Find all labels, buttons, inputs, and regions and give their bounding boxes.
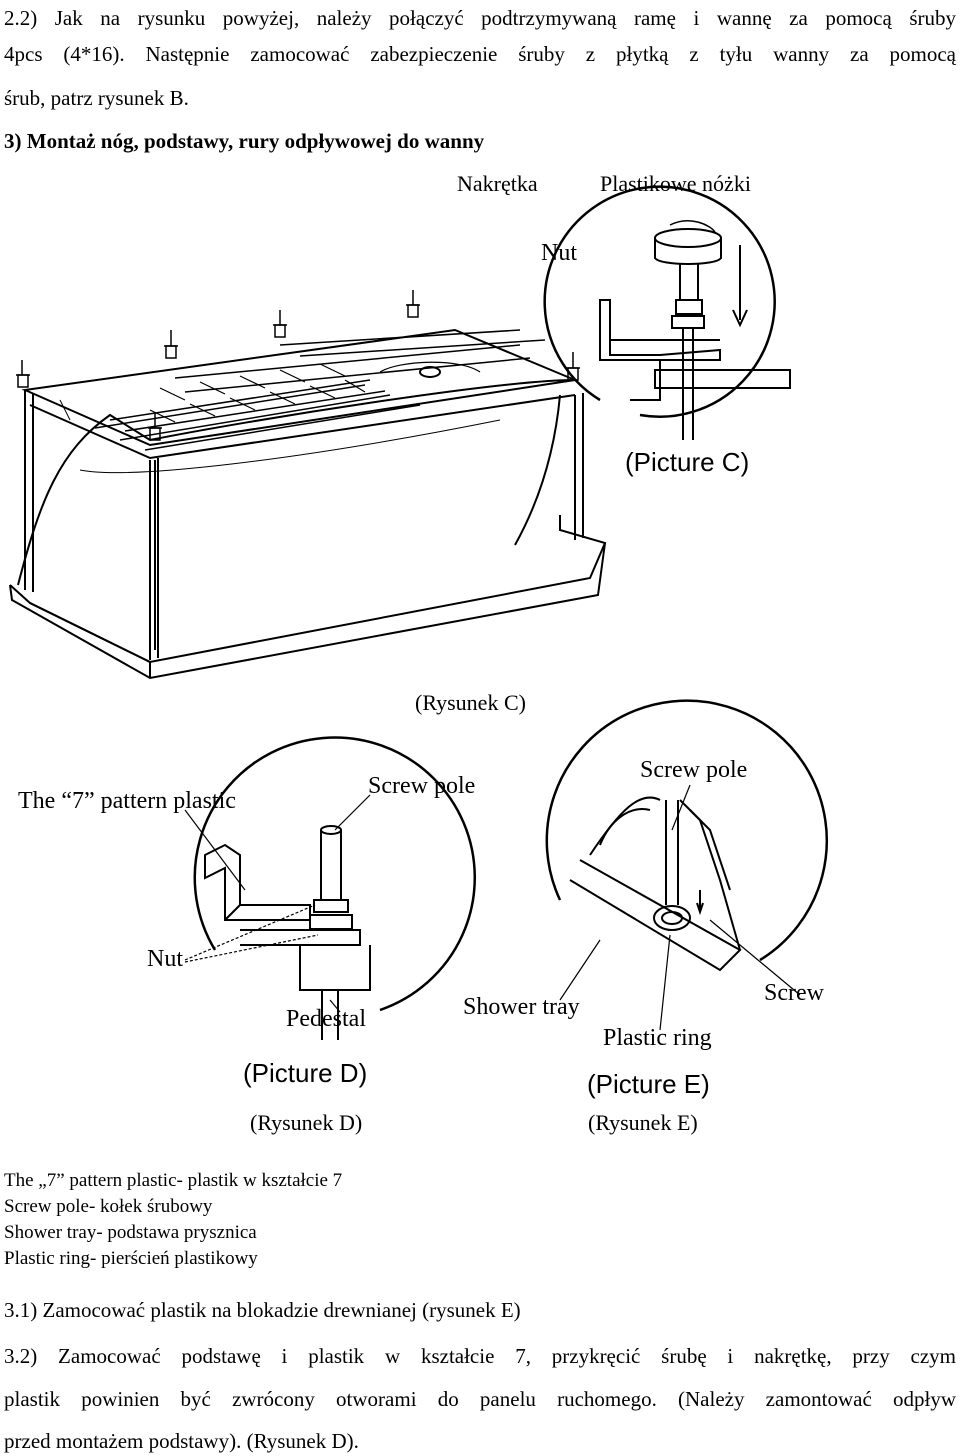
caption-rysunek-e: (Rysunek E) [588, 1110, 698, 1135]
intro-line-2: 4pcs (4*16). Następnie zamocować zabezpi… [4, 42, 956, 66]
label-7-pattern-plastic: The “7” pattern plastic [18, 788, 236, 814]
section-3-heading: 3) Montaż nóg, podstawy, rury odpływowej… [4, 129, 485, 153]
glossary-item: Plastic ring- pierścień plastikowy [4, 1248, 258, 1269]
step-3-2-line-2: plastik powinien być zwrócony otworami d… [4, 1387, 956, 1411]
label-plastic-ring: Plastic ring [603, 1025, 712, 1051]
intro-line-1: 2.2) Jak na rysunku powyżej, należy połą… [4, 6, 956, 30]
label-nut-d: Nut [147, 946, 183, 972]
step-3-2-line-3: przed montażem podstawy). (Rysunek D). [4, 1429, 359, 1453]
picture-e-title: (Picture E) [587, 1069, 710, 1099]
caption-rysunek-d: (Rysunek D) [250, 1110, 363, 1135]
glossary-item: Shower tray- podstawa prysznica [4, 1222, 257, 1243]
step-3-1: 3.1) Zamocować plastik na blokadzie drew… [4, 1298, 521, 1322]
label-screw-pole-e: Screw pole [640, 757, 748, 783]
caption-rysunek-c: (Rysunek C) [415, 690, 526, 715]
label-nut-c: Nut [541, 240, 577, 266]
picture-d-title: (Picture D) [243, 1058, 368, 1088]
glossary-item: Screw pole- kołek śrubowy [4, 1196, 213, 1217]
label-shower-tray: Shower tray [463, 994, 580, 1020]
label-screw: Screw [764, 980, 824, 1006]
label-nakretka: Nakrętka [457, 171, 538, 196]
picture-c-title: (Picture C) [625, 447, 750, 477]
label-screw-pole-d: Screw pole [368, 773, 476, 799]
label-pedestal: Pedestal [286, 1006, 366, 1032]
step-3-2-line-1: 3.2) Zamocować podstawę i plastik w kszt… [4, 1344, 956, 1368]
glossary-item: The „7” pattern plastic- plastik w kszta… [4, 1170, 343, 1191]
intro-line-3: śrub, patrz rysunek B. [4, 86, 189, 110]
